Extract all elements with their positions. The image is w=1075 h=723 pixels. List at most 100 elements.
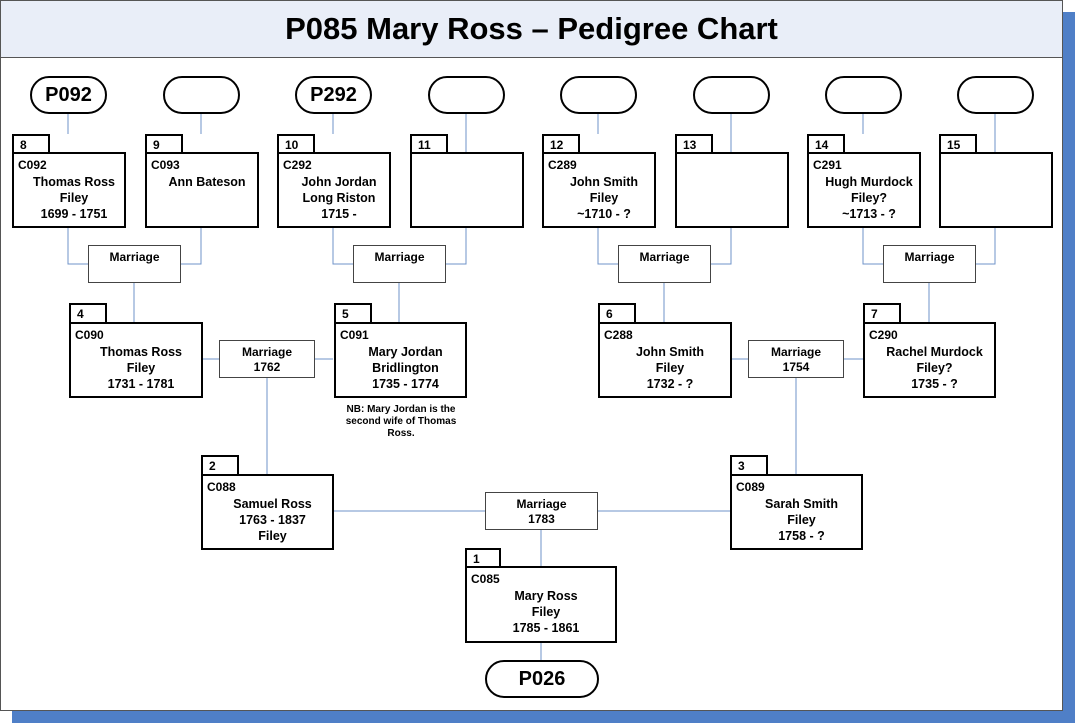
person-number-3: 3: [730, 455, 768, 475]
pill-empty-15[interactable]: [957, 76, 1034, 114]
pill-label: P092: [45, 83, 92, 106]
person-place: Filey: [59, 191, 89, 205]
person-number-15: 15: [939, 134, 977, 154]
person-place: Filey: [787, 513, 816, 527]
pill-empty-13[interactable]: [693, 76, 770, 114]
marriage-box-10-11[interactable]: Marriage: [353, 245, 446, 283]
person-dates: 1715 -: [321, 207, 357, 221]
marriage-box-2-3[interactable]: Marriage 1783: [485, 492, 598, 530]
person-place: Filey?: [850, 191, 888, 205]
person-box-12[interactable]: C289 John Smith Filey ~1710 - ?: [542, 152, 656, 228]
person-number-8: 8: [12, 134, 50, 154]
person-box-9[interactable]: C093 Ann Bateson: [145, 152, 259, 228]
person-name: Thomas Ross: [100, 345, 182, 359]
pill-label: P026: [518, 667, 566, 690]
person-code: C091: [340, 328, 369, 342]
pill-label: P292: [310, 83, 357, 106]
person-box-7[interactable]: C290 Rachel Murdock Filey? 1735 - ?: [863, 322, 996, 398]
marriage-year: 1754: [782, 360, 810, 374]
person-code: C093: [151, 158, 180, 172]
person-code: C291: [813, 158, 842, 172]
pill-empty-11[interactable]: [428, 76, 505, 114]
person-dates: ~1710 - ?: [577, 207, 631, 221]
person-dates: 1732 - ?: [646, 377, 694, 391]
person-box-13[interactable]: [675, 152, 789, 228]
person-dates: 1758 - ?: [778, 529, 825, 543]
pill-p292[interactable]: P292: [295, 76, 372, 114]
person-place: Filey: [531, 605, 561, 619]
marriage-label: Marriage: [374, 250, 425, 264]
marriage-year: 1762: [253, 360, 281, 374]
pill-empty-12[interactable]: [560, 76, 637, 114]
person-code: C288: [604, 328, 633, 342]
marriage-box-6-7[interactable]: Marriage 1754: [748, 340, 844, 378]
person-place: Filey: [589, 191, 619, 205]
marriage-year: 1783: [528, 512, 555, 526]
marriage-box-8-9[interactable]: Marriage: [88, 245, 181, 283]
marriage-label: Marriage: [639, 250, 690, 264]
person-name: Rachel Murdock: [886, 345, 983, 359]
person-code: C292: [283, 158, 312, 172]
person-dates: ~1713 - ?: [842, 207, 896, 221]
person-place: Filey: [126, 361, 156, 375]
marriage-label: Marriage: [516, 497, 567, 511]
person-number-11: 11: [410, 134, 448, 154]
person-number-9: 9: [145, 134, 183, 154]
person-code: C092: [18, 158, 47, 172]
person-name: Samuel Ross: [233, 497, 312, 511]
person-number-12: 12: [542, 134, 580, 154]
person-box-14[interactable]: C291 Hugh Murdock Filey? ~1713 - ?: [807, 152, 921, 228]
person-name: Thomas Ross: [33, 175, 115, 189]
person-name: John Smith: [635, 345, 705, 359]
person-name: Hugh Murdock: [825, 175, 913, 189]
person-place: Filey?: [916, 361, 953, 375]
pill-p026[interactable]: P026: [485, 660, 599, 698]
person-box-5[interactable]: C091 Mary Jordan Bridlington 1735 - 1774: [334, 322, 467, 398]
marriage-label: Marriage: [904, 250, 955, 264]
pill-p092[interactable]: P092: [30, 76, 107, 114]
marriage-box-12-13[interactable]: Marriage: [618, 245, 711, 283]
person-name: John Smith: [569, 175, 639, 189]
person-name: Sarah Smith: [765, 497, 838, 511]
marriage-box-4-5[interactable]: Marriage 1762: [219, 340, 315, 378]
person-code: C290: [869, 328, 898, 342]
person-box-3[interactable]: C089 Sarah Smith Filey 1758 - ?: [730, 474, 863, 550]
pill-empty-14[interactable]: [825, 76, 902, 114]
person-number-5: 5: [334, 303, 372, 323]
person-number-10: 10: [277, 134, 315, 154]
pill-empty-9[interactable]: [163, 76, 240, 114]
person-box-15[interactable]: [939, 152, 1053, 228]
person-name: Mary Ross: [514, 589, 578, 603]
person-number-1: 1: [465, 548, 501, 568]
person-name: Mary Jordan: [368, 345, 443, 359]
person-dates: 1785 - 1861: [512, 621, 580, 635]
person-number-14: 14: [807, 134, 845, 154]
person-code: C085: [471, 572, 500, 586]
person-dates: 1735 - ?: [911, 377, 958, 391]
person-box-6[interactable]: C288 John Smith Filey 1732 - ?: [598, 322, 732, 398]
person-number-4: 4: [69, 303, 107, 323]
person-dates: 1763 - 1837: [239, 513, 306, 527]
person-code: C088: [207, 480, 236, 494]
person-box-4[interactable]: C090 Thomas Ross Filey 1731 - 1781: [69, 322, 203, 398]
person-name: Ann Bateson: [168, 175, 246, 189]
title-bar: P085 Mary Ross – Pedigree Chart: [1, 1, 1062, 58]
person-box-1[interactable]: C085 Mary Ross Filey 1785 - 1861: [465, 566, 617, 643]
person-box-8[interactable]: C092 Thomas Ross Filey 1699 - 1751: [12, 152, 126, 228]
person-number-13: 13: [675, 134, 713, 154]
person-code: C089: [736, 480, 765, 494]
person-box-2[interactable]: C088 Samuel Ross 1763 - 1837 Filey: [201, 474, 334, 550]
marriage-label: Marriage: [109, 250, 160, 264]
marriage-box-14-15[interactable]: Marriage: [883, 245, 976, 283]
person-number-6: 6: [598, 303, 636, 323]
person-place: Filey: [258, 529, 287, 543]
person-name: John Jordan: [301, 175, 377, 189]
person-box-11[interactable]: [410, 152, 524, 228]
person-box-10[interactable]: C292 John Jordan Long Riston 1715 -: [277, 152, 391, 228]
page-title: P085 Mary Ross – Pedigree Chart: [285, 11, 778, 46]
person-code: C289: [548, 158, 577, 172]
marriage-label: Marriage: [770, 345, 822, 359]
person-place: Filey: [655, 361, 685, 375]
person-dates: 1735 - 1774: [372, 377, 439, 391]
